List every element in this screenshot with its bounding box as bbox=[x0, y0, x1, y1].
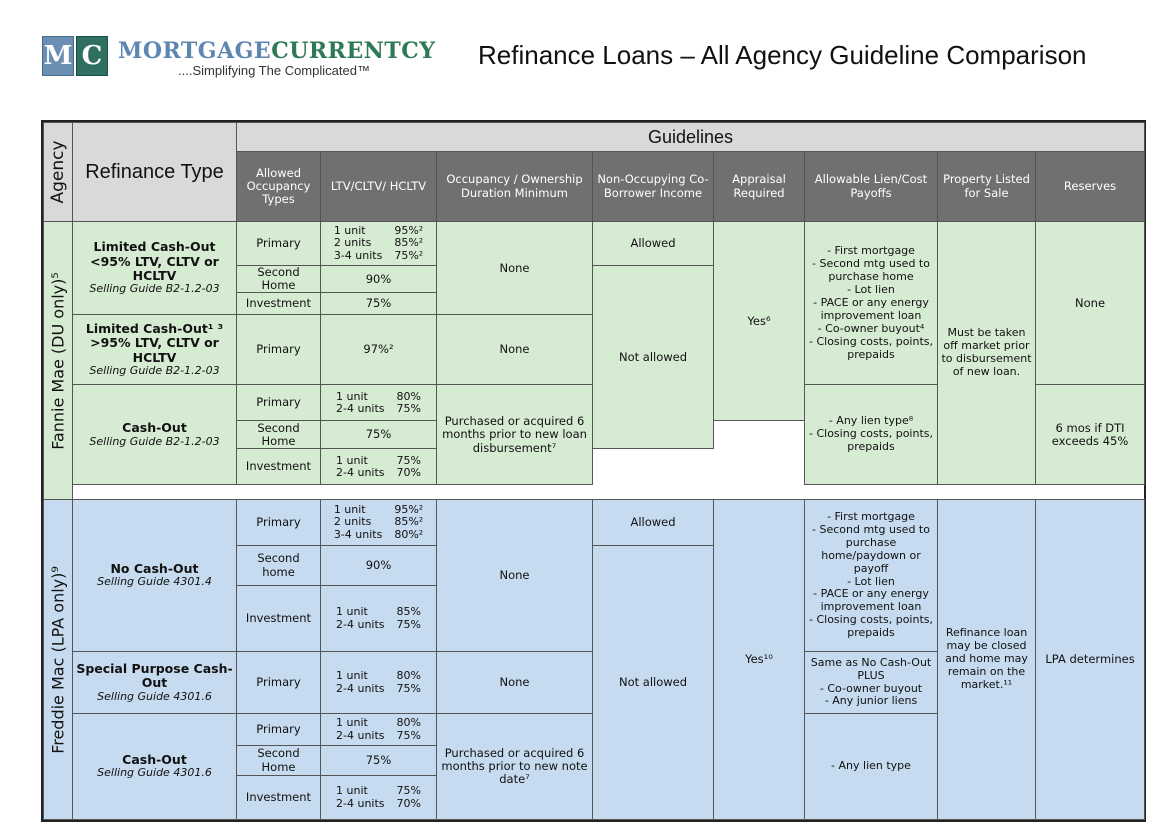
ltv-cell: 90% bbox=[320, 264, 437, 294]
logo-tagline: ....Simplifying The Complicated™ bbox=[178, 63, 370, 78]
liens-cell: - Any lien type bbox=[804, 713, 938, 820]
occupancy-second-home: Second Home bbox=[236, 264, 321, 294]
logo-icon: M C bbox=[42, 36, 108, 76]
duration-cell: None bbox=[436, 651, 593, 714]
col-header-liens: Allowable Lien/Cost Payoffs bbox=[804, 151, 938, 222]
liens-cell: - Any lien type⁸- Closing costs, points,… bbox=[804, 384, 938, 486]
logo-name: MORTGAGECURRENTCY bbox=[118, 38, 436, 64]
page-header: M C MORTGAGECURRENTCY ....Simplifying Th… bbox=[0, 0, 1169, 110]
guidelines-header: Guidelines bbox=[235, 122, 1146, 152]
guideline-table: Agency Refinance Type Guidelines Allowed… bbox=[41, 120, 1146, 822]
occupancy-primary: Primary bbox=[236, 499, 321, 546]
nonocc-cell: Not allowed bbox=[592, 264, 714, 450]
agency-fannie: Fannie Mae (DU only)⁵ bbox=[43, 221, 73, 500]
reserves-cell: 6 mos if DTI exceeds 45% bbox=[1034, 384, 1146, 486]
ltv-cell: 75% bbox=[320, 292, 437, 316]
reserves-cell: LPA determines bbox=[1034, 499, 1146, 820]
refinance-type-header: Refinance Type bbox=[72, 122, 237, 222]
col-header-nonocc: Non-Occupying Co-Borrower Income bbox=[592, 151, 714, 222]
col-header-listed: Property Listed for Sale bbox=[937, 151, 1036, 222]
listed-cell: Refinance loan may be closed and home ma… bbox=[937, 499, 1036, 820]
appraisal-cell: Yes⁶ bbox=[713, 220, 805, 422]
occupancy-primary: Primary bbox=[236, 713, 321, 746]
liens-cell: Same as No Cash-Out PLUS- Co-owner buyou… bbox=[804, 651, 938, 714]
duration-cell: Purchased or acquired 6 months prior to … bbox=[436, 713, 593, 820]
ltv-cell: 90% bbox=[320, 545, 437, 586]
liens-cell: - First mortgage- Second mtg used to pur… bbox=[804, 220, 938, 386]
nonocc-cell: Not allowed bbox=[592, 545, 714, 820]
ltv-cell: 75% bbox=[320, 745, 437, 776]
col-header-ltv: LTV/CLTV/ HCLTV bbox=[320, 151, 437, 222]
col-header-occupancy: Allowed Occupancy Types bbox=[236, 151, 321, 222]
reserves-cell: None bbox=[1034, 220, 1146, 386]
liens-cell: - First mortgage- Second mtg used to pur… bbox=[804, 499, 938, 652]
col-header-reserves: Reserves bbox=[1034, 151, 1146, 222]
duration-cell: Purchased or acquired 6 months prior to … bbox=[436, 384, 593, 486]
nonocc-cell: Allowed bbox=[592, 499, 714, 546]
occupancy-second-home: Second home bbox=[236, 545, 321, 586]
duration-cell: None bbox=[436, 499, 593, 652]
page-title: Refinance Loans – All Agency Guideline C… bbox=[478, 40, 1087, 70]
agency-header: Agency bbox=[43, 122, 73, 222]
occupancy-primary: Primary bbox=[236, 221, 321, 266]
refi-type-limited-cashout-high: Limited Cash-Out¹ ³ >95% LTV, CLTV or HC… bbox=[72, 314, 237, 386]
occupancy-primary: Primary bbox=[236, 384, 321, 422]
occupancy-primary: Primary bbox=[236, 651, 321, 714]
occupancy-primary: Primary bbox=[236, 314, 321, 386]
occupancy-second-home: Second Home bbox=[236, 745, 321, 776]
col-header-duration: Occupancy / Ownership Duration Minimum bbox=[436, 151, 593, 222]
listed-cell: Must be taken off market prior to disbur… bbox=[937, 220, 1036, 486]
refi-type-limited-cashout: Limited Cash-Out <95% LTV, CLTV or HCLTV… bbox=[72, 220, 237, 316]
duration-cell: None bbox=[436, 220, 593, 316]
appraisal-cell: Yes¹⁰ bbox=[713, 499, 805, 820]
nonocc-cell: Allowed bbox=[592, 221, 714, 266]
occupancy-second-home: Second Home bbox=[236, 420, 321, 450]
agency-freddie: Freddie Mac (LPA only)⁹ bbox=[43, 499, 73, 820]
occupancy-investment: Investment bbox=[236, 292, 321, 316]
occupancy-investment: Investment bbox=[236, 585, 321, 652]
duration-cell: None bbox=[436, 314, 593, 386]
ltv-cell: 75% bbox=[320, 420, 437, 450]
col-header-appraisal: Appraisal Required bbox=[713, 151, 805, 222]
occupancy-investment: Investment bbox=[236, 448, 321, 486]
occupancy-investment: Investment bbox=[236, 775, 321, 820]
ltv-cell: 97%² bbox=[320, 314, 437, 386]
